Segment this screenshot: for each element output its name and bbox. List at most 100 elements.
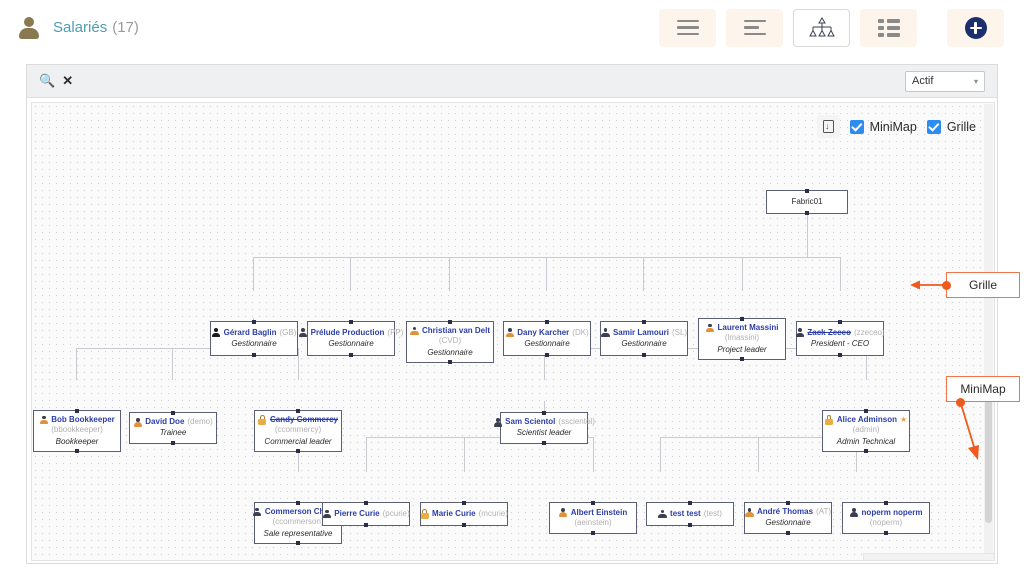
avatar-icon (493, 417, 502, 427)
panel-toolbar: 🔍 ✕ Actif ▾ (27, 65, 997, 98)
org-node[interactable]: Zack Zeceo (zzeceo) President - CEO (795, 320, 885, 357)
connector (298, 348, 299, 380)
avatar-icon (410, 326, 419, 336)
annotation-minimap: MiniMap (946, 376, 1020, 402)
add-button[interactable] (947, 8, 1004, 47)
user-icon (18, 16, 40, 39)
app-header: Salariés (17) (0, 0, 1024, 55)
node-login: (sscientol) (558, 417, 595, 427)
avatar-icon (601, 328, 610, 338)
grid-icon (877, 18, 900, 37)
node-role: Gestionnaire (328, 338, 374, 348)
org-node[interactable]: Sam Scientol (sscientol) Scientist leade… (493, 411, 595, 445)
plus-circle-icon (964, 16, 987, 39)
grid-view-button[interactable] (860, 8, 917, 47)
node-login: (ccommercy) (274, 425, 322, 434)
search-icon[interactable]: 🔍 (39, 73, 56, 88)
annotation-minimap-arrow (960, 403, 979, 460)
node-role: President - CEO (810, 338, 870, 348)
node-login: (DK) (572, 327, 589, 337)
connector (366, 437, 367, 472)
connector (758, 437, 759, 472)
node-role: Trainee (159, 428, 187, 438)
connector (76, 348, 298, 349)
node-login: (AT) (816, 507, 831, 517)
org-node[interactable]: Samir Lamouri (SL) Gestionnaire (600, 320, 688, 357)
node-login: (GB) (279, 327, 297, 337)
status-filter-value: Actif (912, 75, 934, 87)
grid-toggle[interactable]: Grille (926, 119, 976, 134)
node-role: Gestionnaire (765, 518, 811, 528)
org-node[interactable]: Dany Karcher (DK) Gestionnaire (503, 320, 591, 357)
org-chart-view-button[interactable] (793, 8, 850, 47)
org-node[interactable]: Pierre Curie (pcurie) (322, 501, 410, 527)
node-login: (demo) (187, 417, 213, 427)
org-node[interactable]: noperm noperm (noperm) (842, 501, 930, 535)
org-chart-icon (808, 16, 835, 36)
kanban-view-button[interactable] (726, 8, 783, 47)
org-node[interactable]: test test (test) (646, 501, 734, 527)
avatar-icon (505, 328, 514, 338)
org-node[interactable]: Albert Einstein (aeinstein) (549, 501, 637, 535)
node-name: Zack Zeceo (807, 327, 851, 337)
node-login: (noperm) (869, 517, 903, 527)
page-count: (17) (112, 19, 139, 36)
org-node[interactable]: Prélude Production (PP) Gestionnaire (299, 320, 403, 357)
connector (840, 257, 841, 291)
avatar-icon (559, 508, 568, 518)
connector (593, 437, 594, 472)
org-node[interactable]: André Thomas (AT) Gestionnaire (744, 501, 832, 535)
avatar-icon (253, 507, 262, 517)
connector (807, 213, 808, 257)
node-login: (mcurie) (478, 509, 508, 518)
connector (350, 257, 351, 291)
canvas-toolbar: MiniMap Grille (816, 115, 976, 138)
node-name: Albert Einstein (570, 507, 628, 517)
connector (76, 348, 77, 380)
avatar-icon (322, 509, 331, 519)
minimap-checkbox[interactable] (849, 119, 864, 134)
org-node[interactable]: Gérard Baglin (GB) Gestionnaire (210, 320, 298, 357)
minimap-toggle[interactable]: MiniMap (849, 119, 917, 134)
connector (856, 437, 857, 472)
scrollbar-thumb[interactable] (985, 388, 992, 523)
status-filter-select[interactable]: Actif ▾ (905, 70, 985, 92)
chevron-down-icon: ▾ (973, 76, 978, 86)
org-node[interactable]: David Doe (demo) Trainee (129, 411, 217, 445)
close-icon[interactable]: ✕ (62, 73, 74, 88)
node-name: Gérard Baglin (223, 327, 277, 337)
connector (742, 257, 743, 291)
annotation-minimap-dot (956, 398, 965, 407)
annotation-grille-arrow (910, 280, 948, 290)
node-name: Alice Adminson (836, 415, 897, 424)
connector (546, 257, 547, 291)
avatar-icon (745, 507, 754, 517)
lock-icon (825, 415, 834, 425)
node-login: (test) (703, 509, 722, 518)
annotation-grille-label: Grille (968, 278, 997, 292)
node-login: (lmassini) (724, 333, 760, 342)
list-view-button[interactable] (659, 8, 716, 47)
node-login: (aeinstein) (574, 517, 612, 527)
canvas-scrollbar[interactable] (984, 104, 993, 560)
node-name: noperm noperm (861, 507, 923, 517)
node-role: Commercial leader (264, 436, 332, 446)
org-node[interactable]: Laurent Massini (lmassini) Project leade… (698, 317, 786, 361)
org-node[interactable]: Marie Curie (mcurie) (420, 501, 508, 527)
node-login: (ccommerson) (272, 517, 324, 526)
grid-checkbox[interactable] (926, 119, 941, 134)
org-chart-canvas[interactable]: Fabric01 Gérard Baglin (GB) Gestionnaire… (31, 102, 995, 561)
page-title-block: Salariés (17) (18, 16, 659, 39)
org-node[interactable]: Bob Bookkeeper (bbookkeeper) Bookkeeper (33, 409, 121, 453)
export-button[interactable] (816, 115, 840, 138)
connector (172, 348, 173, 380)
minimap-panel[interactable] (863, 553, 994, 560)
node-login: (SL) (671, 327, 688, 337)
org-node-root[interactable]: Fabric01 (766, 189, 848, 215)
org-node[interactable]: Christian van Delt (CVD) Gestionnaire (406, 320, 494, 364)
annotation-minimap-label: MiniMap (960, 382, 1006, 396)
org-node[interactable]: Alice Adminson ★ (admin) Admin Technical (822, 409, 910, 453)
avatar-icon (299, 328, 308, 338)
org-node[interactable]: Candy Commercy (ccommercy) Commercial le… (254, 409, 342, 453)
node-name: Candy Commercy (269, 415, 339, 424)
